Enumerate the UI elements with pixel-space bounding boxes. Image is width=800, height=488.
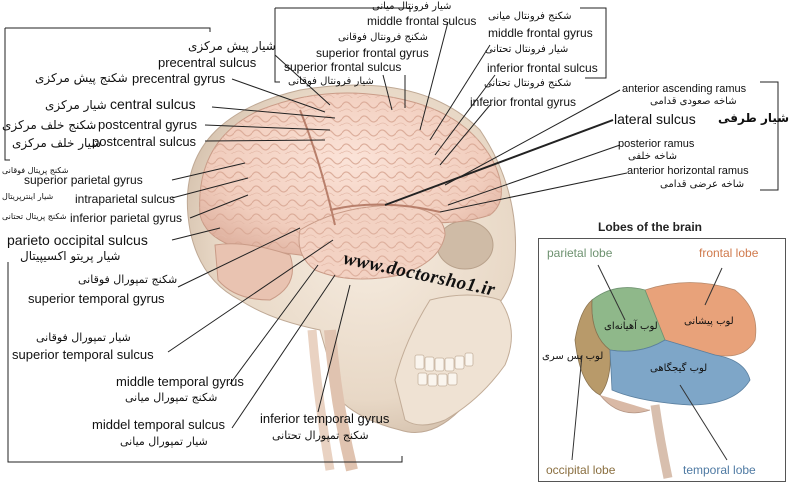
inset-label-temporal-fa: لوب گیجگاهی xyxy=(650,364,707,374)
label-parieto-occipital-sulcus: parieto occipital sulcus xyxy=(7,233,148,247)
label-superior-frontal-gyrus: superior frontal gyrus xyxy=(316,47,429,59)
label-parieto-occipital-sulcus-fa: شیار پریتو اکسیپیتال xyxy=(20,250,121,262)
label-posterior-ramus: posterior ramus xyxy=(618,139,694,150)
label-middle-temporal-gyrus-fa: شکنج تمپورال میانی xyxy=(125,392,217,403)
inset-label-occipital: occipital lobe xyxy=(546,464,615,476)
label-inferior-temporal-gyrus: inferior temporal gyrus xyxy=(260,412,389,425)
label-inferior-temporal-gyrus-fa: شکنج تمپورال تحتانی xyxy=(272,430,369,441)
inset-title: Lobes of the brain xyxy=(598,220,702,234)
label-central-sulcus-fa: شیار مرکزی xyxy=(45,99,107,111)
label-lateral-sulcus-fa: شیار طرفی xyxy=(718,112,789,124)
label-precentral-sulcus: precentral sulcus xyxy=(158,56,256,69)
label-postcentral-sulcus: postcentral sulcus xyxy=(92,135,196,148)
label-inferior-frontal-sulcus-fa: شیار فرونتال تحتانی xyxy=(485,45,568,55)
label-superior-frontal-sulcus: superior frontal sulcus xyxy=(284,61,401,73)
inset-label-parietal: parietal lobe xyxy=(547,247,612,259)
label-inferior-frontal-sulcus: inferior frontal sulcus xyxy=(487,62,598,74)
label-middle-temporal-gyrus: middle temporal gyrus xyxy=(116,375,244,388)
label-anterior-ascending-ramus-fa: شاخه صعودی قدامی xyxy=(650,97,737,107)
inset-label-frontal: frontal lobe xyxy=(699,247,758,259)
label-superior-temporal-sulcus-fa: شیار تمپورال فوقانی xyxy=(36,332,131,343)
label-postcentral-gyrus-fa: شکنج خلف مرکزی xyxy=(2,119,96,131)
label-superior-temporal-gyrus-fa: شکنج تمپورال فوقانی xyxy=(78,274,177,285)
label-superior-frontal-gyrus-fa: شکنج فرونتال فوقانی xyxy=(338,33,428,43)
label-anterior-horizontal-ramus-fa: شاخه عرضی قدامی xyxy=(660,180,744,190)
label-middle-temporal-sulcus-fa: شیار تمپورال میانی xyxy=(120,436,208,447)
inset-label-occipital-fa: لوب پس سری xyxy=(542,352,603,362)
label-superior-temporal-gyrus: superior temporal gyrus xyxy=(28,292,165,305)
label-inferior-frontal-gyrus: inferior frontal gyrus xyxy=(470,96,576,108)
inset-label-temporal: temporal lobe xyxy=(683,464,756,476)
label-intraparietal-fa: شیار اینترپریتال xyxy=(2,193,53,201)
inset-label-frontal-fa: لوب پیشانی xyxy=(684,317,734,327)
label-postcentral-sulcus-fa: شیار خلف مرکزی xyxy=(12,137,101,149)
label-inferior-parietal-gyrus: inferior parietal gyrus xyxy=(70,212,182,224)
label-middle-frontal-sulcus: middle frontal sulcus xyxy=(367,15,476,27)
label-inferior-parietal-gyrus-fa: شکنج پریتال تحتانی xyxy=(2,213,66,221)
label-superior-temporal-sulcus: superior temporal sulcus xyxy=(12,348,154,361)
label-precentral-sulcus-fa: شیار پیش مرکزی xyxy=(188,40,276,52)
label-middle-frontal-sulcus-fa: شیار فرونتال میانی xyxy=(372,2,451,12)
inset-label-parietal-fa: لوب آهیانه‌ای xyxy=(604,322,658,332)
label-inferior-frontal-gyrus-fa: شکنج فرونتال تحتانی xyxy=(484,79,571,89)
label-precentral-gyrus-fa: شکنج پیش مرکزی xyxy=(35,72,128,84)
label-middle-frontal-gyrus-fa: شکنج فرونتال میانی xyxy=(488,12,572,22)
label-middle-frontal-gyrus: middle frontal gyrus xyxy=(488,27,593,39)
label-central-sulcus: central sulcus xyxy=(110,97,196,111)
label-superior-frontal-sulcus-fa: شیار فرونتال فوقانی xyxy=(288,77,374,87)
label-postcentral-gyrus: postcentral gyrus xyxy=(98,118,197,131)
label-intraparietal: intraparietal sulcus xyxy=(75,193,175,205)
label-precentral-gyrus: precentral gyrus xyxy=(132,72,225,85)
label-anterior-horizontal-ramus: anterior horizontal ramus xyxy=(627,166,749,177)
label-middel-temporal-sulcus: middel temporal sulcus xyxy=(92,418,225,431)
label-posterior-ramus-fa: شاخه خلفی xyxy=(628,152,677,162)
label-superior-parietal-gyrus: superior parietal gyrus xyxy=(24,174,143,186)
label-lateral-sulcus: lateral sulcus xyxy=(614,112,696,126)
label-anterior-ascending-ramus: anterior ascending ramus xyxy=(622,84,746,95)
